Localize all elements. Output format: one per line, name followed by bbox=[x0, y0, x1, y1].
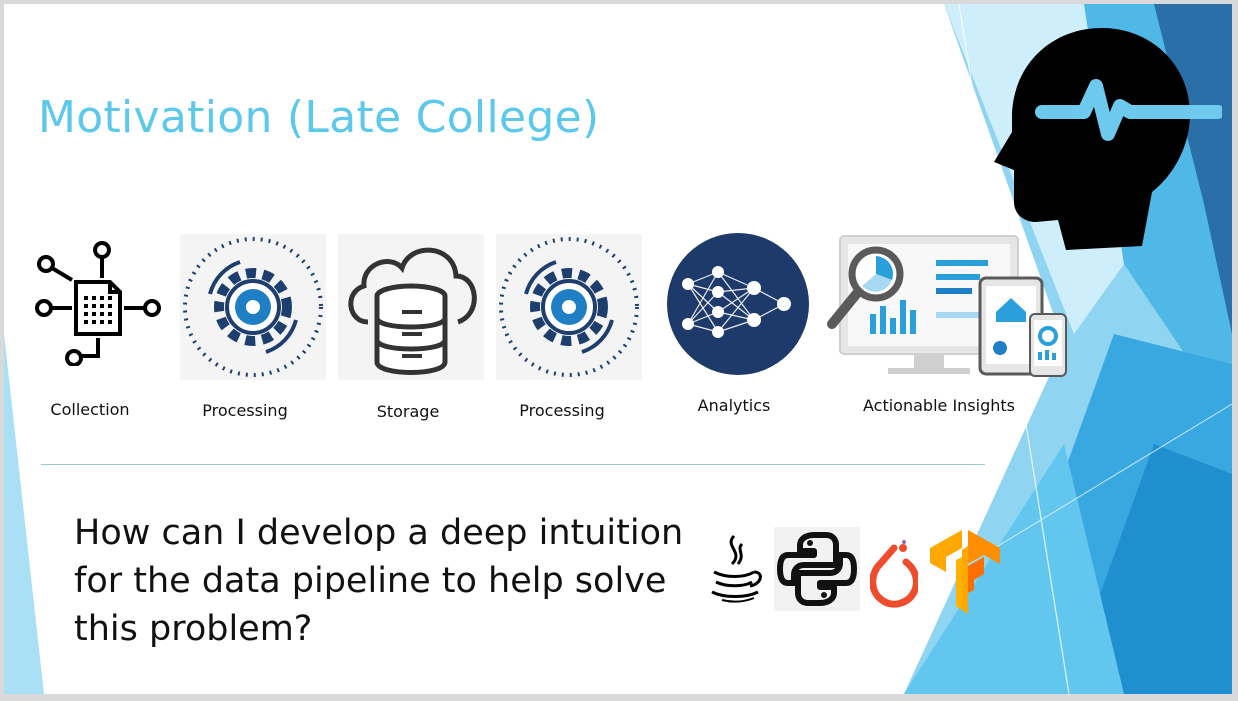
step-label-analytics: Analytics bbox=[697, 396, 771, 415]
step-label-storage: Storage bbox=[376, 402, 440, 421]
pytorch-logo bbox=[870, 540, 918, 608]
gear-cycle-icon bbox=[180, 234, 326, 380]
slide-title: Motivation (Late College) bbox=[38, 92, 600, 143]
gear-cycle-icon bbox=[496, 234, 642, 380]
tensorflow-logo bbox=[930, 530, 1000, 614]
java-logo bbox=[711, 534, 762, 603]
cloud-database-icon bbox=[338, 234, 484, 380]
question-text: How can I develop a deep intuition for t… bbox=[74, 513, 684, 649]
step-label-processing-2: Processing bbox=[519, 401, 605, 420]
dashboard-devices-icon bbox=[827, 235, 1067, 377]
head-pulse-icon bbox=[994, 28, 1222, 250]
python-logo bbox=[774, 527, 860, 611]
data-collection-icon bbox=[35, 241, 161, 366]
step-label-collection: Collection bbox=[50, 400, 130, 419]
neural-network-icon bbox=[667, 233, 809, 375]
step-label-actionable-insights: Actionable Insights bbox=[863, 396, 1015, 415]
slide: Motivation (Late College) Collection Pr bbox=[4, 4, 1232, 694]
divider bbox=[41, 464, 985, 465]
step-label-processing-1: Processing bbox=[202, 401, 288, 420]
